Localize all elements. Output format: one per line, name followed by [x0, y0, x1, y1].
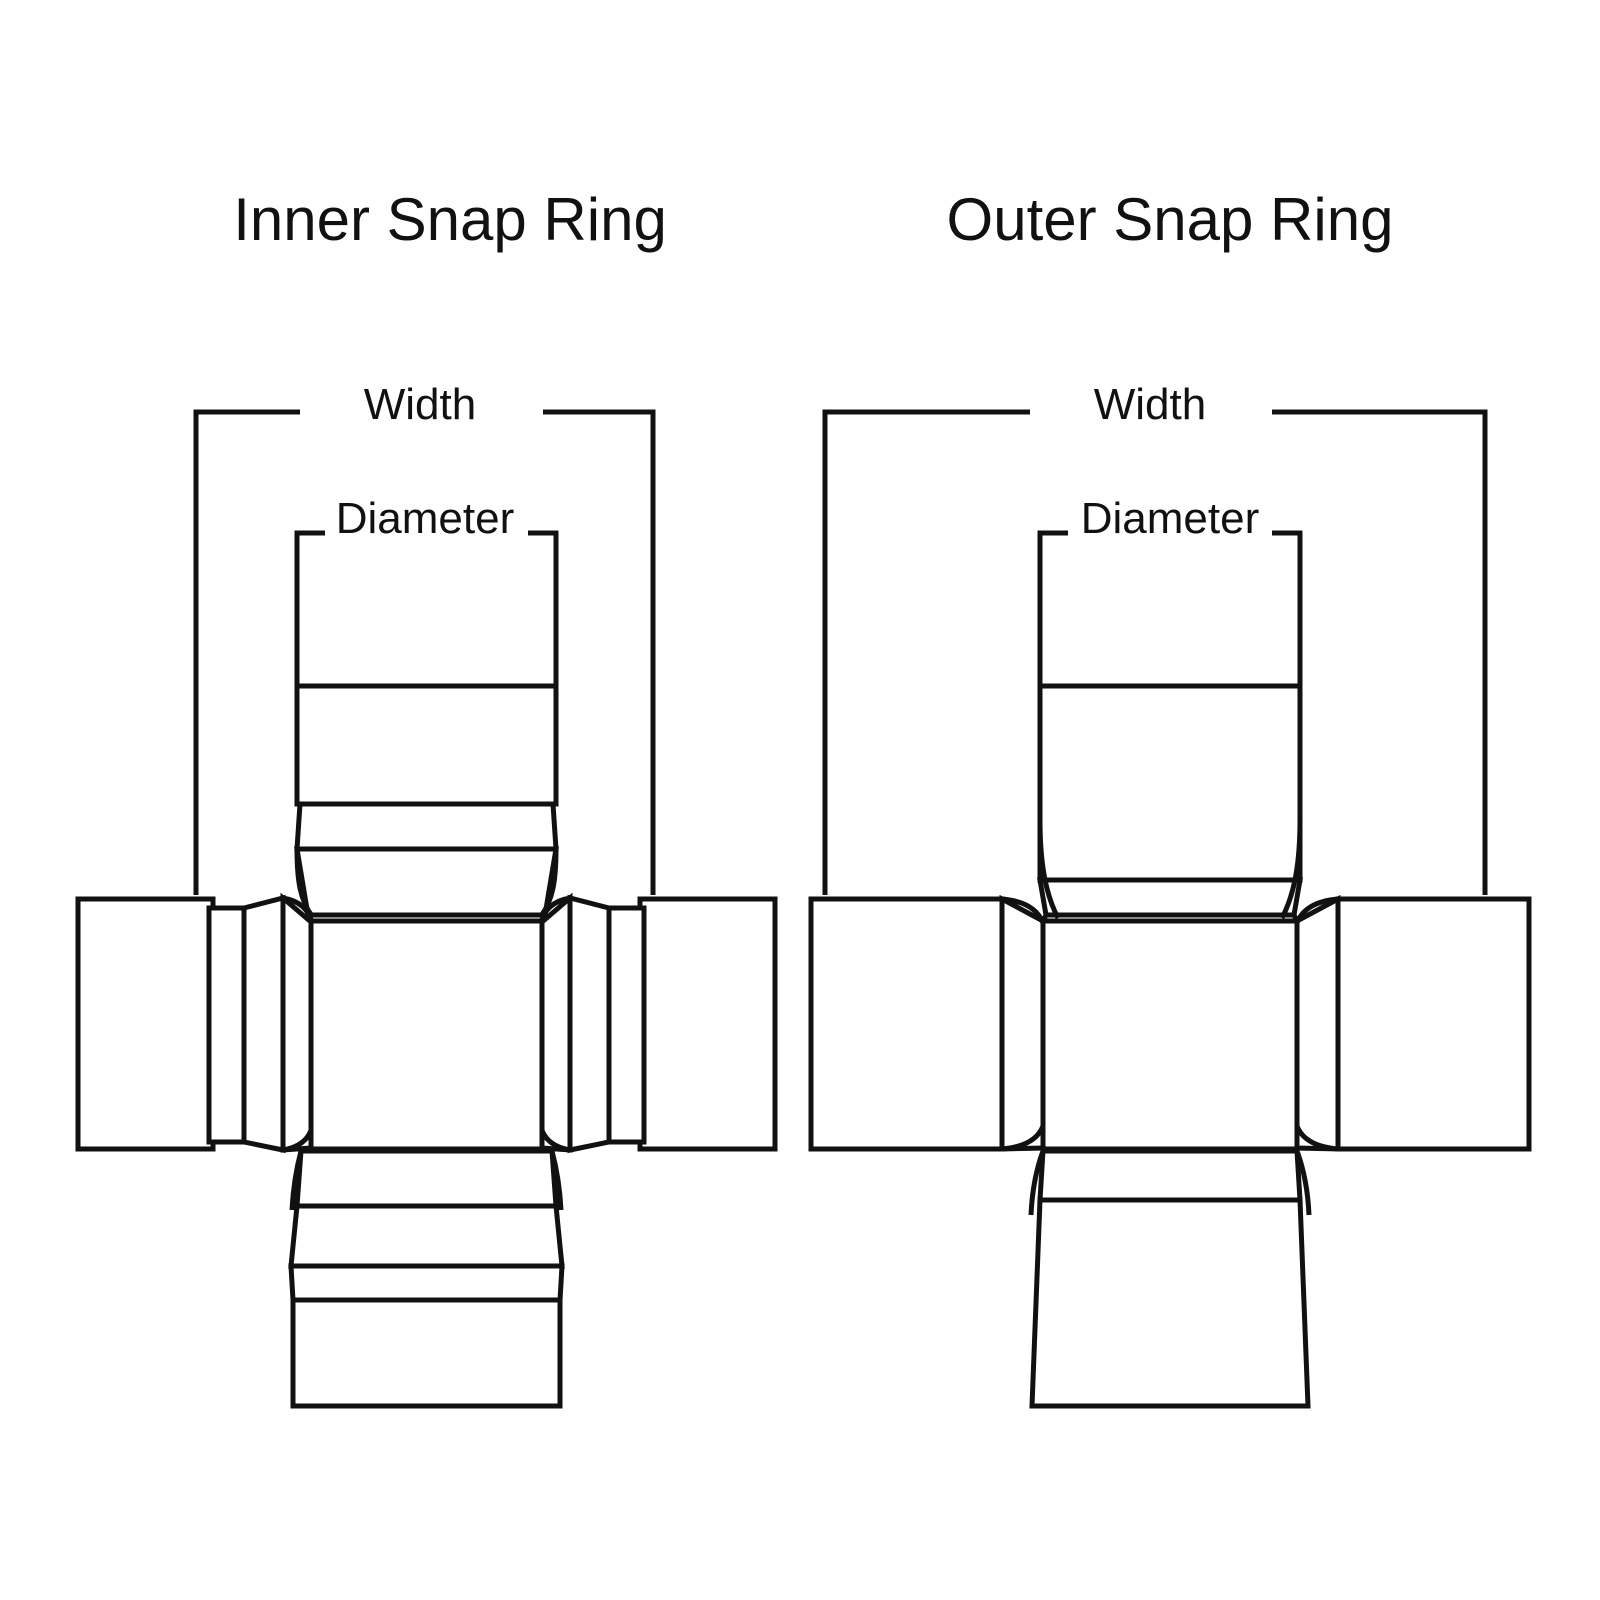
left-cap-snapring-band-inner	[206, 905, 247, 1145]
bottom-cap-right-round-inner	[549, 1150, 564, 1211]
left-cap-body-outer	[808, 896, 1005, 1152]
panel-title-outer-snap-ring: Outer Snap Ring	[946, 186, 1394, 253]
top-cap-body-inner	[294, 683, 559, 807]
top-cap-shoulder-outer	[1037, 877, 1303, 918]
dimension-bracket-width-right	[822, 409, 1488, 895]
panel-title-inner-snap-ring: Inner Snap Ring	[233, 186, 667, 253]
dimension-label-width-right: Width	[1093, 380, 1207, 429]
diameter-bracket-left-leg-outer	[1037, 530, 1068, 686]
bottom-cap-body-inner	[290, 1297, 563, 1409]
left-cap-body-inner	[75, 896, 216, 1152]
bottom-cap-taper-inner	[288, 1203, 565, 1269]
width-bracket-right-leg-outer	[1272, 409, 1488, 895]
left-cap-shoulder-outer	[999, 894, 1046, 1152]
right-cap-shoulder-outer	[1294, 894, 1341, 1152]
bottom-cap-left-round-outer	[1028, 1150, 1046, 1216]
u-joint-cross-icon-outer	[808, 683, 1532, 1409]
dimension-label-width-left: Width	[363, 380, 477, 429]
right-cap-snapring-band-inner	[606, 905, 647, 1145]
top-cap-left-round-outer	[1037, 819, 1061, 920]
width-bracket-left-leg-outer	[822, 409, 1030, 895]
left-cap-taper-inner	[241, 894, 286, 1154]
bottom-cap-fillet-inner	[294, 1148, 559, 1209]
top-cap-right-round-outer	[1279, 819, 1303, 920]
top-cap-snapring-band-inner	[294, 801, 559, 852]
bottom-cap-right-round-outer	[1294, 1150, 1312, 1216]
center-body-inner	[308, 918, 545, 1152]
dimension-bracket-diameter-left	[294, 530, 559, 686]
bottom-cap-left-round-inner	[289, 1150, 304, 1211]
right-cap-body-inner	[637, 896, 778, 1152]
diameter-bracket-left-leg-inner	[294, 530, 325, 686]
dimension-bracket-diameter-right	[1037, 530, 1303, 686]
u-joint-cross-icon-inner	[75, 683, 778, 1409]
width-bracket-left-leg-inner	[193, 409, 300, 895]
right-cap-body-outer	[1335, 896, 1532, 1152]
bottom-cap-shoulder-outer	[1037, 1148, 1303, 1203]
center-body-outer	[1040, 918, 1300, 1152]
diameter-bracket-right-leg-inner	[528, 530, 559, 686]
right-cap-taper-inner	[567, 894, 612, 1154]
top-cap-taper-inner	[294, 846, 559, 918]
dimension-bracket-width-left	[193, 409, 656, 895]
dimension-label-diameter-right: Diameter	[1080, 494, 1260, 543]
dimension-label-diameter-left: Diameter	[335, 494, 515, 543]
bottom-cap-body-outer	[1029, 1197, 1311, 1409]
right-cap-fillet-inner	[539, 892, 573, 1153]
bottom-cap-snapring-band-inner	[288, 1263, 565, 1303]
left-cap-fillet-inner	[280, 892, 314, 1153]
width-bracket-right-leg-inner	[543, 409, 656, 895]
diameter-bracket-right-leg-outer	[1272, 530, 1303, 686]
top-cap-body-outer	[1037, 683, 1303, 883]
